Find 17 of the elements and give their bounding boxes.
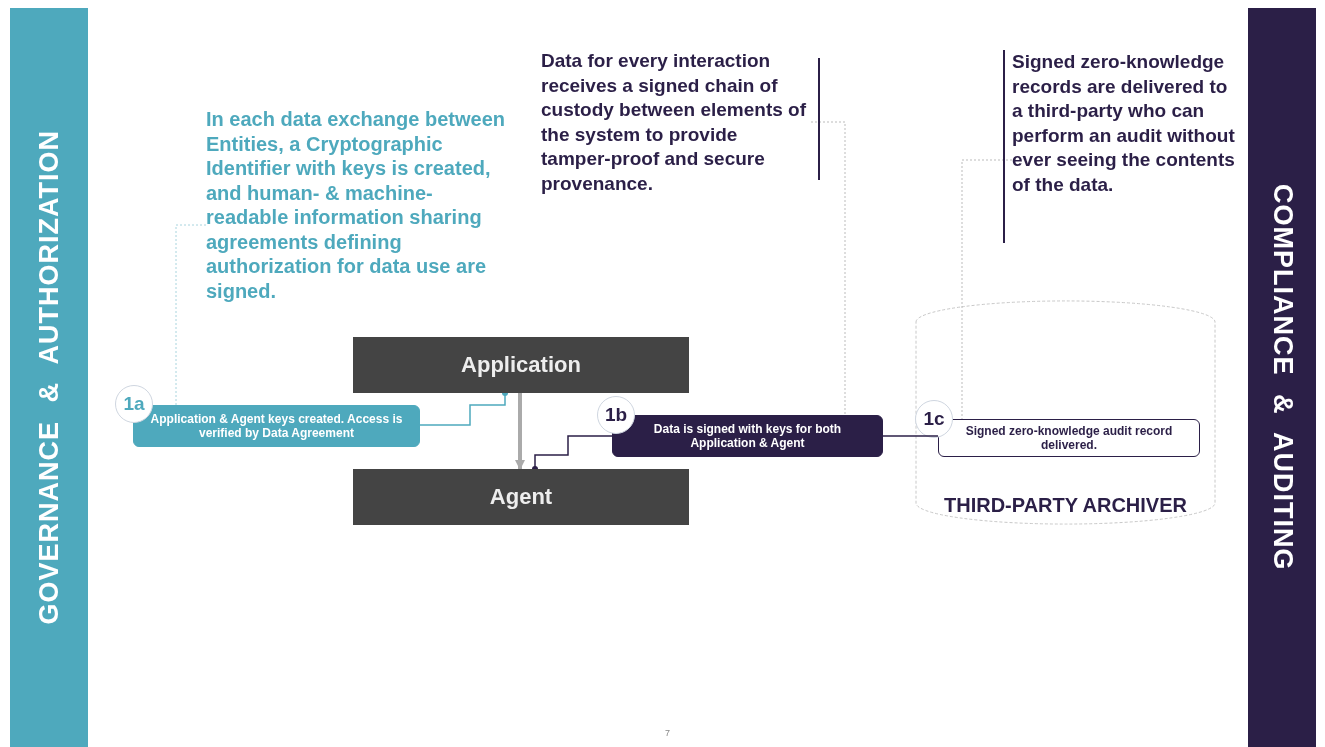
component-box: Agent <box>353 469 689 525</box>
connector-line <box>882 435 939 437</box>
description-text: Data for every interaction receives a signed chain of custody between elements of the system to provide tamper-proof and secure provenance. <box>541 49 811 197</box>
band-title: GOVERNANCE & AUTHORIZATION <box>33 130 65 625</box>
leader-line <box>175 224 207 406</box>
side-band <box>10 8 88 747</box>
leader-line <box>810 121 846 416</box>
archive-cylinder <box>915 300 1216 525</box>
connector-line <box>532 435 613 472</box>
description-text: In each data exchange between Entities, a Cryptographic Identifier with keys is created, and human- & machine-readable information sharing agreements defining authorization for data use are signed. <box>206 107 506 331</box>
page-number: 7 <box>665 728 670 738</box>
description-text: Signed zero-knowledge records are delivered to a third-party who can perform an audit without ever seeing the contents of the data. <box>1012 50 1237 246</box>
arrow <box>515 393 525 470</box>
archive-title: THIRD-PARTY ARCHIVER <box>943 494 1188 517</box>
side-band <box>1248 8 1316 747</box>
component-box: Application <box>353 337 689 393</box>
band-title: COMPLIANCE & AUDITING <box>1266 184 1298 571</box>
